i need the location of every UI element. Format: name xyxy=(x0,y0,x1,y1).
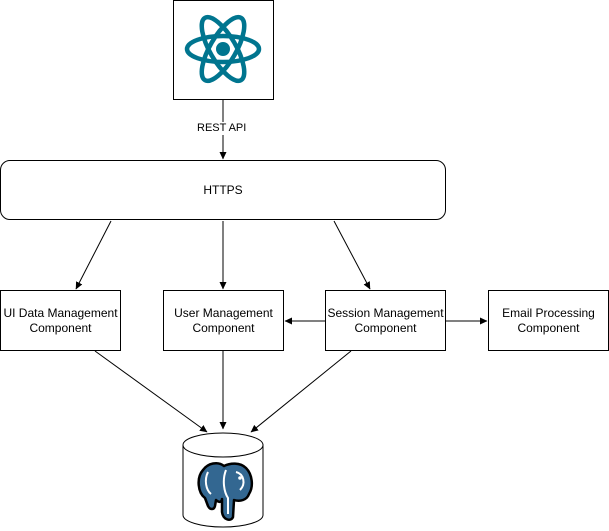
https-node[interactable]: HTTPS xyxy=(0,160,446,220)
user-management-label: User Management Component xyxy=(174,305,273,335)
https-label: HTTPS xyxy=(203,182,243,197)
email-processing-label: Email Processing Component xyxy=(502,305,595,335)
react-node xyxy=(173,0,274,100)
edge-https-to-session-mgmt xyxy=(333,220,371,290)
postgresql-elephant-icon xyxy=(197,461,254,521)
session-management-label: Session Management Component xyxy=(327,305,444,335)
ui-data-management-label: UI Data Management Component xyxy=(3,305,118,335)
user-management-node[interactable]: User Management Component xyxy=(163,290,284,351)
session-management-node[interactable]: Session Management Component xyxy=(325,290,446,351)
database-node xyxy=(182,432,264,528)
react-logo-icon xyxy=(184,14,262,84)
edge-https-to-ui-data xyxy=(75,220,112,290)
edge-session-to-db xyxy=(250,350,352,433)
email-processing-node[interactable]: Email Processing Component xyxy=(488,290,609,351)
edge-label-rest-api: REST API xyxy=(196,122,248,135)
edge-ui-data-to-db xyxy=(94,350,208,433)
ui-data-management-node[interactable]: UI Data Management Component xyxy=(0,290,121,351)
